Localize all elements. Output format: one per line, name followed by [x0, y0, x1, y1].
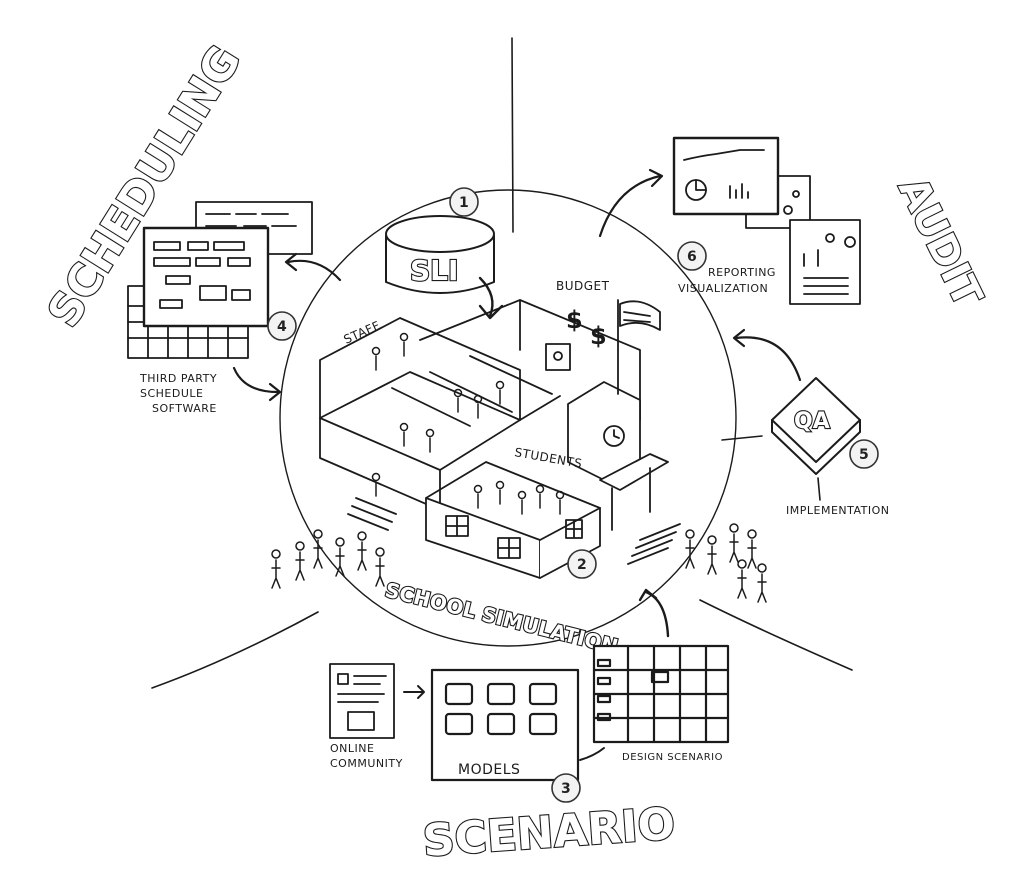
connector-implementation	[817, 477, 821, 501]
reporting-line-1: REPORTING	[708, 266, 776, 279]
schedule-screens	[127, 201, 313, 359]
step-3-number: 3	[561, 781, 571, 797]
crowd-left	[271, 529, 385, 589]
models-label: MODELS	[458, 762, 520, 778]
online-line-1: ONLINE	[330, 742, 374, 755]
simulation-circle	[279, 189, 737, 647]
step-5-marker: 5	[849, 439, 879, 469]
reporting-line-2: VISUALIZATION	[678, 282, 768, 295]
sli-arrowhead	[478, 304, 504, 320]
audit-arrow	[598, 174, 662, 238]
step-1-number: 1	[459, 195, 469, 211]
step-6-marker: 6	[677, 241, 707, 271]
students-inside	[371, 332, 565, 515]
divider-top	[511, 37, 514, 233]
crowd-right	[685, 523, 767, 603]
step-2-marker: 2	[567, 549, 597, 579]
sli-label: SLI	[410, 254, 458, 287]
dollar-sign-1: $	[566, 306, 583, 334]
online-line-2: COMMUNITY	[330, 757, 403, 770]
section-dividers	[151, 37, 853, 689]
sli-cylinder	[385, 215, 495, 294]
online-to-models-arrow	[403, 685, 425, 699]
school-building	[319, 299, 681, 579]
audit-arrowhead	[648, 168, 664, 188]
step-4-number: 4	[277, 319, 287, 335]
schedule-arrow-in	[286, 259, 342, 282]
divider-right	[699, 599, 853, 671]
schedule-arrowhead-in	[284, 252, 298, 272]
design-scenario-label: DESIGN SCENARIO	[622, 752, 723, 763]
qa-arrow	[734, 336, 802, 382]
qa-diamond	[771, 377, 861, 475]
dollar-sign-2: $	[590, 322, 607, 350]
models-to-design-arrow	[579, 747, 605, 761]
step-1-marker: 1	[449, 187, 479, 217]
online-community-page	[329, 663, 395, 739]
third-party-line-1: THIRD PARTY	[139, 372, 217, 385]
staff-label: STAFF	[342, 318, 383, 346]
people	[271, 332, 767, 603]
step-6-number: 6	[687, 249, 697, 265]
design-scenario-grid	[592, 644, 730, 744]
step-4-marker: 4	[267, 311, 297, 341]
implementation-label: IMPLEMENTATION	[786, 504, 890, 517]
schedule-arrowhead-out	[268, 382, 282, 402]
step-5-number: 5	[859, 447, 869, 463]
models-panel	[430, 668, 580, 782]
connector-qa	[721, 435, 763, 441]
section-title-audit: AUDIT	[889, 170, 991, 314]
report-screens	[672, 136, 861, 305]
budget-label: BUDGET	[556, 279, 610, 293]
qa-label: QA	[794, 409, 830, 434]
scenario-arrowhead	[638, 588, 658, 602]
schedule-arrow-out	[232, 366, 280, 394]
qa-arrowhead	[732, 328, 746, 348]
step-3-marker: 3	[551, 773, 581, 803]
divider-left	[151, 611, 319, 689]
third-party-line-3: SOFTWARE	[152, 402, 217, 415]
sli-arrow	[478, 276, 494, 318]
third-party-line-2: SCHEDULE	[140, 387, 204, 400]
section-title-scenario: SCENARIO	[421, 798, 677, 866]
step-2-number: 2	[577, 557, 587, 573]
